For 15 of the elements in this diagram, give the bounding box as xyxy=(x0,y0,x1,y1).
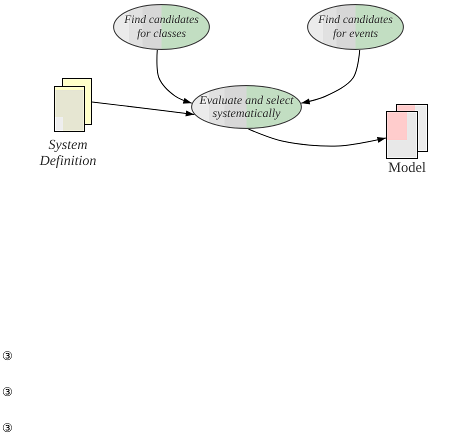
arrow xyxy=(156,49,192,104)
process-ellipse xyxy=(191,85,302,129)
callout-number: ③ xyxy=(2,386,13,398)
arrow xyxy=(248,128,386,147)
arrow xyxy=(92,102,195,116)
arrow xyxy=(300,49,360,104)
node-label: Find candidates for classes xyxy=(123,13,200,41)
process-ellipse xyxy=(113,4,210,50)
document-label: Model xyxy=(387,160,427,176)
process-ellipse xyxy=(307,4,404,50)
node-label: Evaluate and select systematically xyxy=(199,94,294,120)
document-label: System Definition xyxy=(38,138,98,170)
callout-number: ③ xyxy=(2,422,13,434)
callout-number: ③ xyxy=(2,350,13,362)
node-label: Find candidates for events xyxy=(317,13,394,41)
